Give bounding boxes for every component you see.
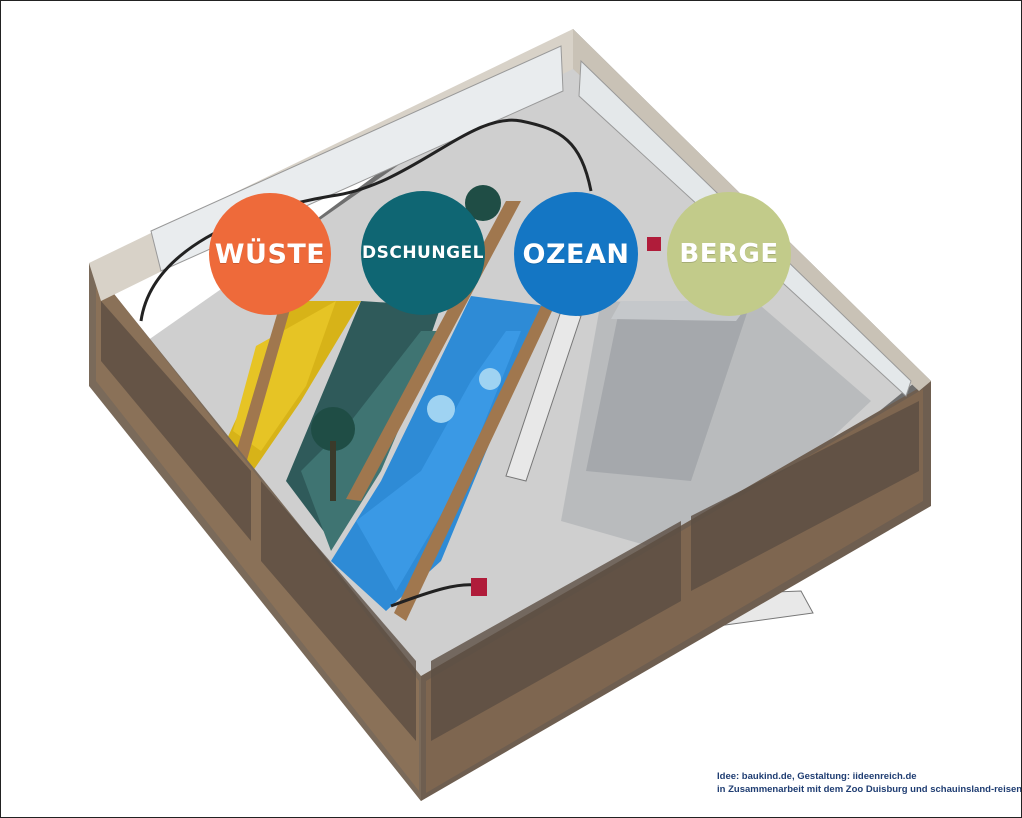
mountain-block: [586, 301, 751, 481]
zone-ozean-label: OZEAN: [522, 238, 630, 270]
red-object-2: [471, 578, 487, 596]
zone-wueste-label: WÜSTE: [214, 238, 326, 270]
palm-tree-jungle: [311, 407, 355, 451]
ocean-sphere-large: [427, 395, 455, 423]
zone-dschungel-badge: DSCHUNGEL: [361, 191, 485, 315]
credits: Idee: baukind.de, Gestaltung: iideenreic…: [717, 770, 1022, 796]
coaster-track: [139, 118, 593, 322]
front-left-grille: [101, 301, 251, 541]
front-right-grille-2: [691, 401, 919, 591]
zone-ozean-badge: OZEAN: [514, 192, 638, 316]
divider-wall-3: [394, 306, 553, 621]
ocean-water: [356, 331, 521, 591]
palm-tree-trunk: [330, 441, 336, 501]
front-left-grille-2: [261, 481, 416, 741]
front-right-grille: [431, 521, 681, 741]
credits-line-2: in Zusammenarbeit mit dem Zoo Duisburg u…: [717, 784, 1022, 795]
palm-tree-top: [465, 185, 501, 221]
zone-berge-label: BERGE: [679, 239, 779, 269]
credits-line-1: Idee: baukind.de, Gestaltung: iideenreic…: [717, 771, 917, 782]
zone-wueste-badge: WÜSTE: [209, 193, 331, 315]
zone-dschungel-label: DSCHUNGEL: [362, 243, 484, 263]
red-object-1: [647, 237, 661, 251]
ocean-sphere-small: [479, 368, 501, 390]
divider-wall-1: [229, 299, 293, 481]
zone-berge-badge: BERGE: [667, 192, 791, 316]
